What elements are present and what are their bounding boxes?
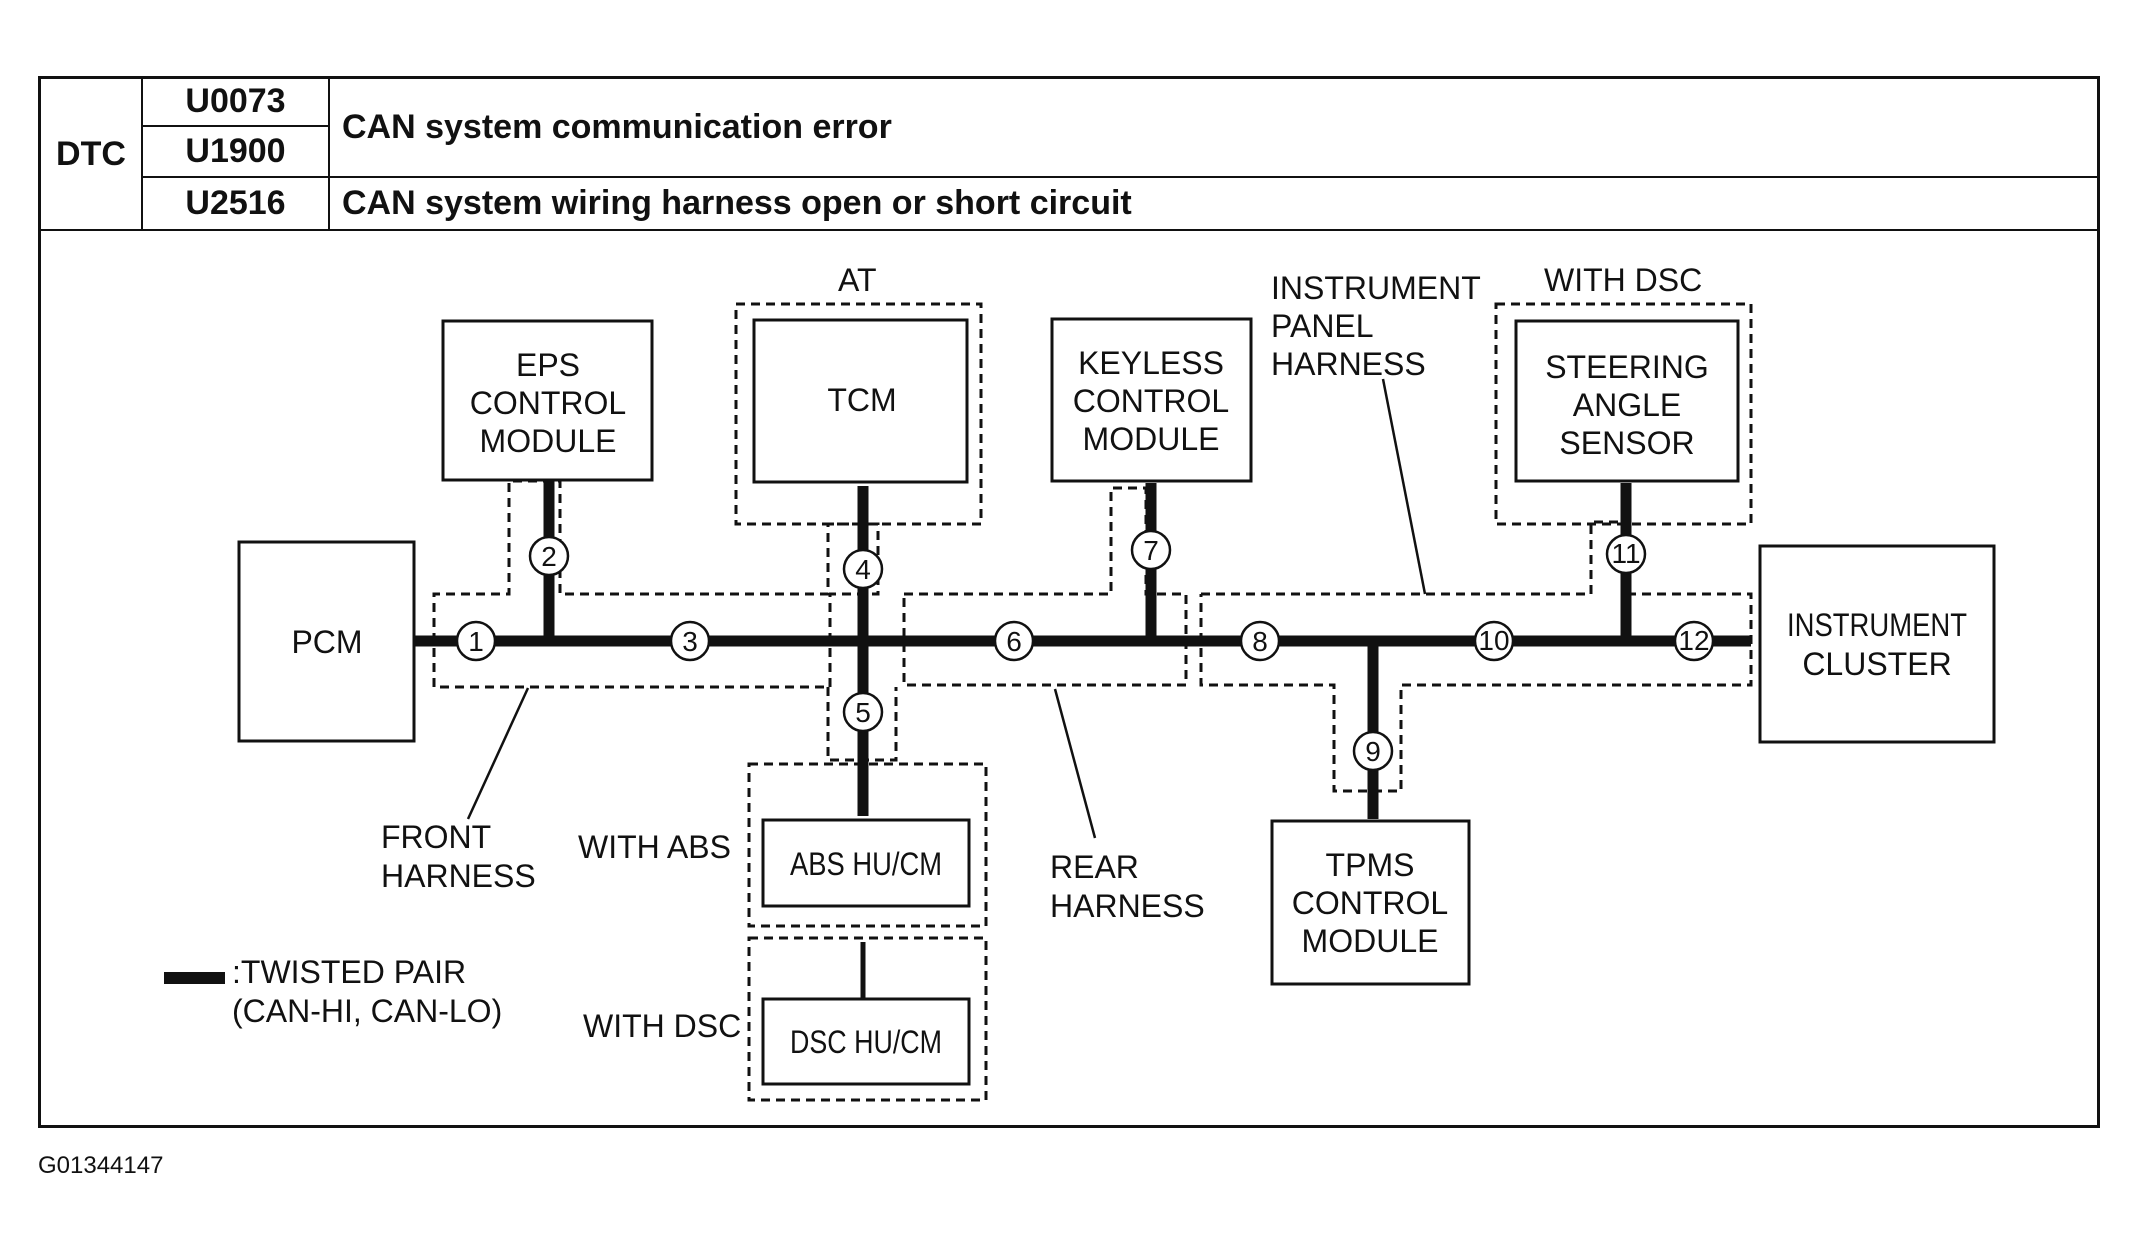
steering-label-line-1: STEERING [1545,349,1709,385]
dtc-code-u1900: U1900 [142,124,329,178]
connector-10: 10 [1473,620,1515,662]
keyless-label-line-1: KEYLESS [1078,345,1224,381]
front-harness-outline [432,479,880,689]
with-abs-outline [747,762,988,928]
rear-harness-line-1: REAR [1050,849,1139,885]
dsc-hu-cm-label: DSC HU/CM [790,1024,942,1060]
cluster-label-line-2: CLUSTER [1802,646,1951,682]
rear-harness-leader [1053,688,1097,839]
rear-harness-line-2: HARNESS [1050,888,1205,924]
connector-11-label: 11 [1611,538,1640,569]
connector-markers: 1 2 3 4 5 6 7 8 9 10 11 12 [455,529,1715,772]
diagram-frame: DTC U0073 CAN system communication error… [38,76,2100,1128]
twisted-pair-bus [408,474,1751,819]
keyless-control-module-box [1050,317,1253,483]
connector-9-label: 9 [1365,736,1381,767]
abs-hu-cm-label: ABS HU/CM [790,846,942,882]
cluster-label-line-1: INSTRUMENT [1787,607,1967,643]
connector-4-label: 4 [855,554,871,585]
dtc-description-communication-error: CAN system communication error [328,79,2097,178]
at-label: AT [838,262,877,298]
tcm-label: TCM [827,382,896,418]
front-harness-line-2: HARNESS [381,858,536,894]
connector-8-label: 8 [1252,626,1268,657]
instrument-panel-harness-leader [1381,378,1427,595]
steering-label-line-2: ANGLE [1573,387,1681,423]
dsc-hu-cm-box [761,997,971,1086]
connector-2-label: 2 [541,541,557,572]
dtc-code-u0073: U0073 [141,79,330,127]
front-harness-line-1: FRONT [381,819,491,855]
instrument-panel-harness-outline [1199,520,1753,793]
connector-12: 12 [1673,620,1715,662]
dtc-description-wiring-harness: CAN system wiring harness open or short … [328,175,2097,232]
rear-harness-outline [902,486,1188,687]
connector-1: 1 [455,620,497,662]
instrument-panel-harness-line-2: PANEL [1271,308,1374,344]
instrument-panel-harness-line-1: INSTRUMENT [1271,270,1481,306]
tcm-box [752,318,969,484]
legend-label-line-1: :TWISTED PAIR [232,954,466,990]
eps-control-module-box [441,319,654,482]
dtc-header: DTC [41,79,143,231]
connector-8: 8 [1239,620,1281,662]
front-harness-leader [466,687,530,820]
connector-5: 5 [842,691,884,733]
steering-label-line-3: SENSOR [1559,425,1694,461]
harness-outlines [432,302,1753,1102]
dtc-code-u2516: U2516 [142,175,330,232]
connector-2: 2 [528,535,570,577]
keyless-label-line-2: CONTROL [1073,383,1229,419]
connector-6: 6 [993,620,1035,662]
leader-lines [466,378,1427,839]
can-network-diagram: PCM EPS CONTROL MODULE TCM KEYLESS CONTR… [164,262,1996,1102]
connector-10-label: 10 [1478,625,1509,656]
connector-12-label: 12 [1678,625,1709,656]
connector-3: 3 [669,620,711,662]
eps-label-line-2: CONTROL [470,385,626,421]
with-dsc-bottom-label: WITH DSC [583,1008,741,1044]
connector-7-label: 7 [1143,535,1159,566]
tpms-label-line-3: MODULE [1302,923,1439,959]
tpms-label-line-2: CONTROL [1292,885,1448,921]
pcm-label: PCM [291,624,362,660]
with-dsc-outline [747,936,988,1102]
figure-id: G01344147 [38,1152,164,1179]
eps-label-line-1: EPS [516,347,580,383]
tpms-control-module-box [1270,819,1471,986]
with-dsc-top-label: WITH DSC [1544,262,1702,298]
twisted-pair-legend-swatch [164,972,225,984]
tpms-label-line-1: TPMS [1326,847,1415,883]
connector-6-label: 6 [1006,626,1022,657]
eps-label-line-3: MODULE [480,423,617,459]
steering-angle-sensor-box [1514,319,1740,483]
connector-1-label: 1 [468,626,484,657]
connector-9: 9 [1352,730,1394,772]
connector-3-label: 3 [682,626,698,657]
instrument-panel-harness-line-3: HARNESS [1271,346,1426,382]
connector-11: 11 [1605,533,1647,575]
connector-4: 4 [842,548,884,590]
keyless-label-line-3: MODULE [1083,421,1220,457]
connector-5-label: 5 [855,697,871,728]
with-abs-label: WITH ABS [578,829,731,865]
connector-7: 7 [1130,529,1172,571]
dtc-table: DTC U0073 CAN system communication error… [41,79,2097,232]
instrument-cluster-box [1758,544,1996,744]
abs-hu-cm-box [761,818,971,908]
pcm-box [237,540,416,743]
legend-label-line-2: (CAN-HI, CAN-LO) [232,993,502,1029]
